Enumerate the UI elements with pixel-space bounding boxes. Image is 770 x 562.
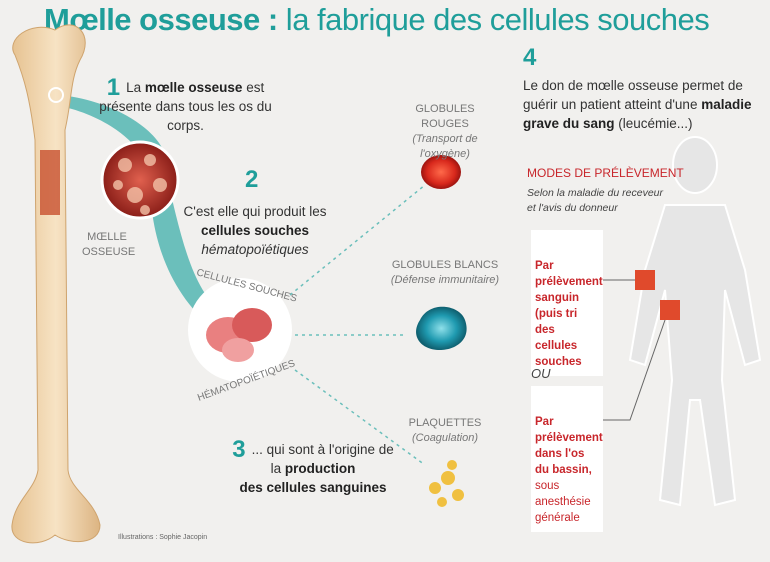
modes-title: MODES DE PRÉLÈVEMENT: [527, 166, 684, 180]
option-hip-card: Par prélèvement dans l'os du bassin, sou…: [531, 386, 603, 532]
white-cells-label: GLOBULES BLANCS(Défense immunitaire): [390, 259, 500, 286]
page-title: Mœlle osseuse : la fabrique des cellules…: [44, 2, 710, 37]
red-blood-cell: [421, 155, 461, 189]
step-2-number: 2: [245, 166, 259, 193]
step-3-text: 3... qui sont à l'origine de la producti…: [232, 436, 394, 496]
or-label: OU: [531, 366, 551, 381]
red-cells-label: GLOBULES ROUGES(Transport de l'oxygène): [412, 103, 478, 160]
skeleton-silhouette: [628, 136, 762, 507]
bone-label: MŒLLE OSSEUSE: [82, 231, 136, 258]
modes-subtitle: Selon la maladie du receveur et l'avis d…: [527, 187, 663, 214]
step-3-number: 3: [232, 436, 246, 463]
step-4-text: Le don de mœlle osseuse permet de guérir…: [523, 78, 752, 131]
white-blood-cell: [416, 306, 467, 350]
bone-illustration: [11, 24, 101, 544]
zoom-point: [48, 87, 64, 103]
connector-lines: [289, 184, 426, 466]
platelets: [429, 460, 464, 507]
connector-band: [55, 95, 225, 330]
marker-arm: [635, 270, 655, 290]
step-2-text: C'est elle qui produit les cellules souc…: [183, 204, 327, 257]
step-4-number: 4: [523, 44, 537, 71]
platelets-label: PLAQUETTES(Coagulation): [408, 417, 482, 444]
marker-hip: [660, 300, 680, 320]
option-blood-card: Par prélèvement sanguin (puis tri des ce…: [531, 230, 603, 376]
marrow-closeup: [100, 140, 180, 220]
step-1-number: 1: [106, 74, 121, 101]
credit: Illustrations : Sophie Jacopin: [118, 534, 208, 541]
